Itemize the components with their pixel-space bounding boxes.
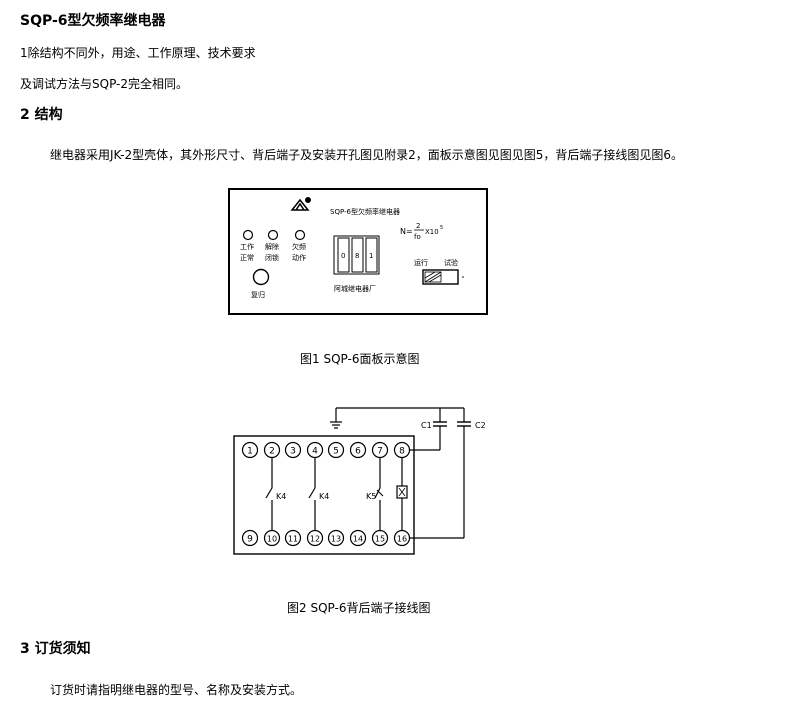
- manufacturer-label: 阿城继电器厂: [334, 284, 376, 293]
- lamp-label-1b: 正常: [240, 253, 254, 262]
- digit-wheel-3[interactable]: [365, 237, 378, 273]
- bottom-terminal-11: [284, 529, 302, 547]
- figure1-caption: 图1 SQP-6面板示意图: [300, 352, 420, 366]
- reset-button[interactable]: [252, 268, 270, 286]
- contact-k4-b-label: K4: [319, 492, 329, 501]
- bottom-terminal-label-14: 14: [353, 535, 363, 544]
- lamp-underfreq-icon: [294, 229, 306, 241]
- section1-line1: 1除结构不同外，用途、工作原理、技术要求: [20, 46, 256, 60]
- lamp-normal-icon: [242, 229, 254, 241]
- top-terminal-label-6: 6: [355, 447, 361, 457]
- digit-3: 1: [369, 252, 373, 260]
- bottom-terminal-label-12: 12: [310, 535, 320, 544]
- digit-wheel-2[interactable]: [351, 237, 364, 273]
- bottom-terminal-9: [241, 529, 259, 547]
- switch-knob-hatch: [424, 271, 442, 283]
- lamp-unlock-icon: [267, 229, 279, 241]
- panel-diagram: SQP-6型欠频率继电器 N= 2 fo X10 5 工作 正常 解除 闭锁 欠…: [228, 188, 488, 315]
- formula-denominator: fo: [414, 233, 421, 241]
- page-title: SQP-6型欠频率继电器: [20, 13, 166, 29]
- contact-k5-label: K5: [366, 492, 376, 501]
- top-terminals: 1 2 3 4 5 6 7 8: [241, 441, 411, 459]
- digit-wheel-1[interactable]: [337, 237, 350, 273]
- top-terminal-label-2: 2: [269, 447, 275, 457]
- figure2-caption: 图2 SQP-6背后端子接线图: [287, 601, 431, 615]
- section3-heading: 3 订货须知: [20, 641, 91, 657]
- formula-exponent: 5: [440, 225, 443, 231]
- manufacturer-logo-icon: [290, 197, 311, 211]
- bottom-terminal-15: [371, 529, 389, 547]
- top-terminal-6: [349, 441, 367, 459]
- bottom-terminal-label-10: 10: [267, 535, 277, 544]
- capacitor-c1-label: C1: [421, 421, 432, 430]
- bottom-terminal-16: [393, 529, 411, 547]
- panel-title: SQP-6型欠频率继电器: [330, 207, 400, 216]
- top-terminal-7: [371, 441, 389, 459]
- switch-dot: [462, 276, 464, 278]
- lamp-label-3a: 欠频: [292, 242, 306, 251]
- top-terminal-label-8: 8: [399, 447, 405, 457]
- contact-k4-a-label: K4: [276, 492, 286, 501]
- capacitor-c2-label: C2: [475, 421, 486, 430]
- section1-line2: 及调试方法与SQP-2完全相同。: [20, 77, 189, 91]
- top-terminal-label-1: 1: [247, 447, 253, 457]
- top-terminal-label-7: 7: [377, 447, 383, 457]
- lamp-label-1a: 工作: [240, 242, 254, 251]
- reset-label: 复归: [251, 290, 265, 299]
- top-terminal-label-4: 4: [312, 447, 318, 457]
- digit-2: 8: [355, 252, 359, 260]
- formula-n: N=: [400, 227, 413, 236]
- digit-1: 0: [341, 252, 345, 260]
- bottom-terminal-label-16: 16: [397, 535, 407, 544]
- bottom-terminal-label-9: 9: [247, 535, 253, 545]
- section2-heading: 2 结构: [20, 107, 63, 123]
- top-terminal-label-5: 5: [333, 447, 339, 457]
- contact-k4-a-icon: [265, 487, 273, 499]
- bottom-terminal-14: [349, 529, 367, 547]
- lamp-label-3b: 动作: [292, 253, 306, 262]
- section3-body: 订货时请指明继电器的型号、名称及安装方式。: [50, 683, 303, 697]
- top-terminal-4: [306, 441, 324, 459]
- formula-numerator: 2: [416, 222, 420, 230]
- bottom-terminal-13: [327, 529, 345, 547]
- top-terminal-2: [263, 441, 281, 459]
- switch-test-label: 试验: [444, 258, 458, 267]
- bottom-terminal-10: [263, 529, 281, 547]
- formula-multiplier: X10: [425, 228, 439, 236]
- lamp-label-2b: 闭锁: [265, 253, 279, 262]
- top-terminal-5: [327, 441, 345, 459]
- top-terminal-3: [284, 441, 302, 459]
- bottom-terminal-12: [306, 529, 324, 547]
- bottom-terminal-label-11: 11: [288, 535, 298, 544]
- top-terminal-1: [241, 441, 259, 459]
- bottom-terminal-label-15: 15: [375, 535, 385, 544]
- top-terminal-8: [393, 441, 411, 459]
- top-terminal-label-3: 3: [290, 447, 296, 457]
- contact-k4-b-icon: [308, 487, 316, 499]
- contact-k5-icon: [374, 487, 381, 499]
- switch-run-label: 运行: [414, 258, 428, 267]
- bottom-terminals: 9 10 11 12 13 14 15 16: [241, 529, 411, 547]
- lamp-label-2a: 解除: [265, 242, 279, 251]
- bottom-terminal-label-13: 13: [331, 535, 341, 544]
- section2-body: 继电器采用JK-2型壳体，其外形尺寸、背后端子及安装开孔图见附录2，面板示意图见…: [50, 148, 684, 162]
